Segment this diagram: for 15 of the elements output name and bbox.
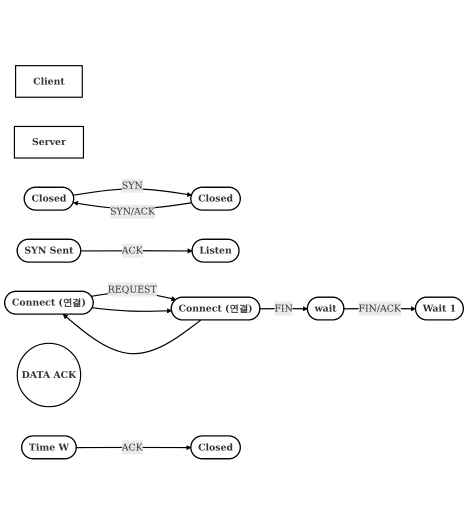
edge-label: REQUEST [108, 283, 157, 295]
edge-label: FIN/ACK [358, 302, 401, 314]
arrow [73, 188, 192, 197]
edge-label: FIN [274, 302, 293, 314]
edge-label: SYN/ACK [110, 206, 155, 217]
edge-label: ACK [122, 244, 143, 256]
edge-label: SYN [122, 180, 143, 191]
node-circle: DATA ACK [16, 342, 82, 408]
arrow [80, 248, 193, 254]
node-box: Server [14, 126, 84, 158]
node-box: Client [15, 64, 83, 98]
arrow [92, 307, 172, 314]
arrow [62, 314, 202, 354]
arrow [76, 444, 192, 450]
edge-label: ACK [122, 441, 143, 452]
